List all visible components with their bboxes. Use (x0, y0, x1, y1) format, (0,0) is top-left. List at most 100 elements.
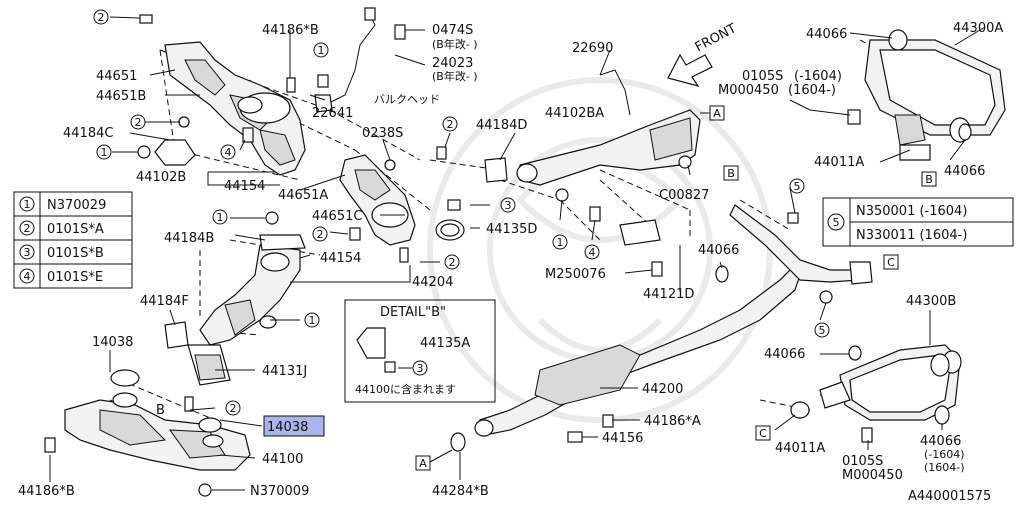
legend-row-2: 2 0101S*A (19, 220, 104, 237)
svg-text:44131J: 44131J (262, 364, 307, 379)
svg-text:44184C: 44184C (63, 126, 113, 141)
svg-text:1: 1 (318, 44, 325, 57)
svg-text:A: A (713, 107, 721, 120)
legend-right: 5 N350001 (-1604) N330011 (1604-) (822, 197, 1014, 247)
svg-text:44102BA: 44102BA (545, 106, 604, 121)
svg-text:44204: 44204 (412, 275, 453, 290)
svg-text:1: 1 (101, 146, 108, 159)
svg-text:22690: 22690 (572, 41, 613, 56)
svg-text:0238S: 0238S (362, 126, 403, 141)
svg-text:3: 3 (417, 362, 424, 375)
svg-text:2: 2 (447, 118, 454, 131)
svg-text:B: B (727, 167, 735, 180)
svg-text:0105S: 0105S (742, 69, 783, 84)
svg-text:A: A (419, 457, 427, 470)
svg-text:44651: 44651 (96, 69, 137, 84)
detail-title: DETAIL"B" (380, 305, 446, 320)
front-direction-arrow: FRONT (667, 21, 739, 87)
svg-text:5: 5 (819, 324, 826, 337)
svg-text:2: 2 (135, 116, 142, 129)
svg-text:44121D: 44121D (643, 287, 694, 302)
svg-text:44200: 44200 (642, 382, 683, 397)
svg-text:(1604-): (1604-) (924, 461, 965, 474)
legend-row-4: 4 0101S*E (19, 268, 103, 285)
svg-text:B: B (925, 173, 933, 186)
svg-text:4: 4 (24, 270, 31, 283)
detail-b-box: DETAIL"B" 44135A 3 44100に含まれます (344, 299, 496, 403)
legend-row-1: 1 N370029 (19, 196, 106, 213)
svg-text:14038: 14038 (92, 335, 133, 350)
svg-text:(B年改- ): (B年改- ) (432, 37, 478, 51)
svg-text:N350001 (-1604): N350001 (-1604) (856, 204, 967, 219)
leader-lines (49, 16, 986, 491)
svg-text:N370029: N370029 (47, 198, 106, 213)
svg-text:22641: 22641 (312, 106, 353, 121)
svg-text:0101S*E: 0101S*E (47, 270, 103, 285)
svg-text:44011A: 44011A (775, 441, 825, 456)
svg-text:44651C: 44651C (312, 209, 362, 224)
svg-text:44651A: 44651A (278, 188, 328, 203)
svg-text:44102B: 44102B (136, 170, 186, 185)
svg-text:44154: 44154 (224, 179, 265, 194)
svg-text:4: 4 (589, 246, 596, 259)
svg-text:(1604-): (1604-) (788, 83, 836, 98)
svg-text:(B年改- ): (B年改- ) (432, 69, 478, 83)
svg-text:44100: 44100 (262, 452, 303, 467)
svg-text:0105S: 0105S (842, 454, 883, 469)
svg-text:C: C (759, 427, 767, 440)
svg-text:N370009: N370009 (250, 484, 309, 499)
svg-text:N330011 (1604-): N330011 (1604-) (856, 228, 967, 243)
svg-text:2: 2 (230, 402, 237, 415)
svg-text:44184D: 44184D (476, 118, 527, 133)
svg-text:44184F: 44184F (140, 294, 189, 309)
svg-text:バルクヘッド: バルクヘッド (374, 93, 440, 106)
mid-exhaust-manifold (164, 234, 306, 386)
front-pipe-44102BA (484, 69, 701, 186)
part-labels: 44186*B 0474S (B年改- ) 24023 (B年改- ) バルクヘ… (18, 21, 1003, 504)
svg-text:2: 2 (317, 228, 324, 241)
boxed-letters: A B B C C A (415, 105, 937, 471)
fasteners (44, 14, 972, 497)
front-exhaust-manifold-upper (154, 41, 306, 176)
svg-text:44156: 44156 (602, 431, 643, 446)
svg-text:44300A: 44300A (953, 21, 1003, 36)
svg-text:C00827: C00827 (659, 188, 709, 203)
svg-text:C: C (887, 256, 895, 269)
svg-text:44066: 44066 (920, 434, 961, 449)
svg-text:3: 3 (24, 246, 31, 259)
front-y-pipe-44100 (64, 369, 251, 471)
svg-text:0474S: 0474S (432, 23, 473, 38)
circled-callouts: 2 1 2 1 4 2 1 2 3 2 1 4 1 2 5 5 (93, 9, 830, 416)
svg-text:2: 2 (98, 11, 105, 24)
svg-text:2: 2 (449, 256, 456, 269)
svg-text:44284*B: 44284*B (432, 484, 489, 499)
svg-text:44651B: 44651B (96, 89, 146, 104)
svg-text:44186*A: 44186*A (644, 414, 701, 429)
o2-sensor-top (314, 7, 376, 113)
rear-muffler-44300A (864, 29, 1006, 161)
svg-text:44186*B: 44186*B (18, 484, 75, 499)
svg-text:M000450: M000450 (718, 83, 779, 98)
highlighted-part-14038[interactable]: 14038 (263, 415, 325, 437)
svg-text:0101S*B: 0101S*B (47, 246, 104, 261)
svg-text:44154: 44154 (320, 251, 361, 266)
svg-text:5: 5 (794, 180, 801, 193)
svg-text:14038: 14038 (267, 420, 308, 435)
svg-text:44066: 44066 (944, 164, 985, 179)
svg-text:44011A: 44011A (814, 155, 864, 170)
center-pipe-44200 (450, 204, 873, 452)
svg-text:1: 1 (24, 198, 31, 211)
svg-text:4: 4 (225, 146, 232, 159)
diagram-id: A440001575 (908, 489, 991, 504)
legend-left: 1 N370029 2 0101S*A 3 0101S*B 4 0101S*E (13, 191, 133, 289)
legend-row-3: 3 0101S*B (19, 244, 104, 261)
svg-text:44066: 44066 (698, 243, 739, 258)
rear-muffler-44300B (790, 344, 962, 425)
svg-text:B: B (156, 403, 165, 418)
svg-text:44135D: 44135D (486, 222, 537, 237)
svg-text:(-1604): (-1604) (924, 448, 965, 461)
svg-text:44066: 44066 (764, 347, 805, 362)
svg-text:3: 3 (505, 199, 512, 212)
svg-text:44300B: 44300B (906, 294, 956, 309)
svg-text:44184B: 44184B (164, 231, 214, 246)
